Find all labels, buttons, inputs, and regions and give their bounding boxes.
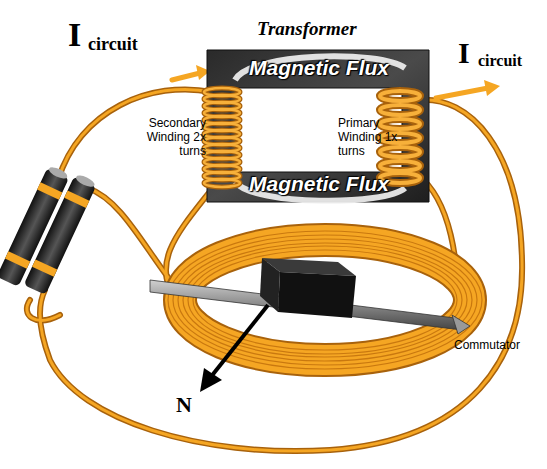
- commutator-symbol: [452, 315, 470, 334]
- transformer-core-box: TransformerMagnetic FluxMagnetic Flux: [207, 20, 429, 202]
- secondary-winding: [204, 88, 240, 187]
- arrow-head: [200, 368, 222, 392]
- arrow-head: [484, 80, 500, 96]
- magnet: [260, 258, 356, 318]
- part-label: Primary Winding 1x turns: [338, 116, 398, 158]
- north-arrow: [210, 305, 268, 378]
- battery: [0, 161, 98, 299]
- part-label: N: [176, 392, 192, 418]
- part-label: circuit: [88, 34, 138, 55]
- part-label: Secondary Winding 2x turns: [142, 116, 206, 158]
- flux-label: Magnetic Flux: [249, 172, 389, 196]
- part-label: I: [68, 16, 81, 54]
- part-label: circuit: [478, 52, 522, 70]
- part-label: I: [458, 36, 470, 70]
- node-heading: Transformer: [257, 18, 357, 40]
- wires: [27, 89, 522, 451]
- flux-label: Magnetic Flux: [249, 56, 389, 80]
- part-label: Commutator: [454, 338, 520, 352]
